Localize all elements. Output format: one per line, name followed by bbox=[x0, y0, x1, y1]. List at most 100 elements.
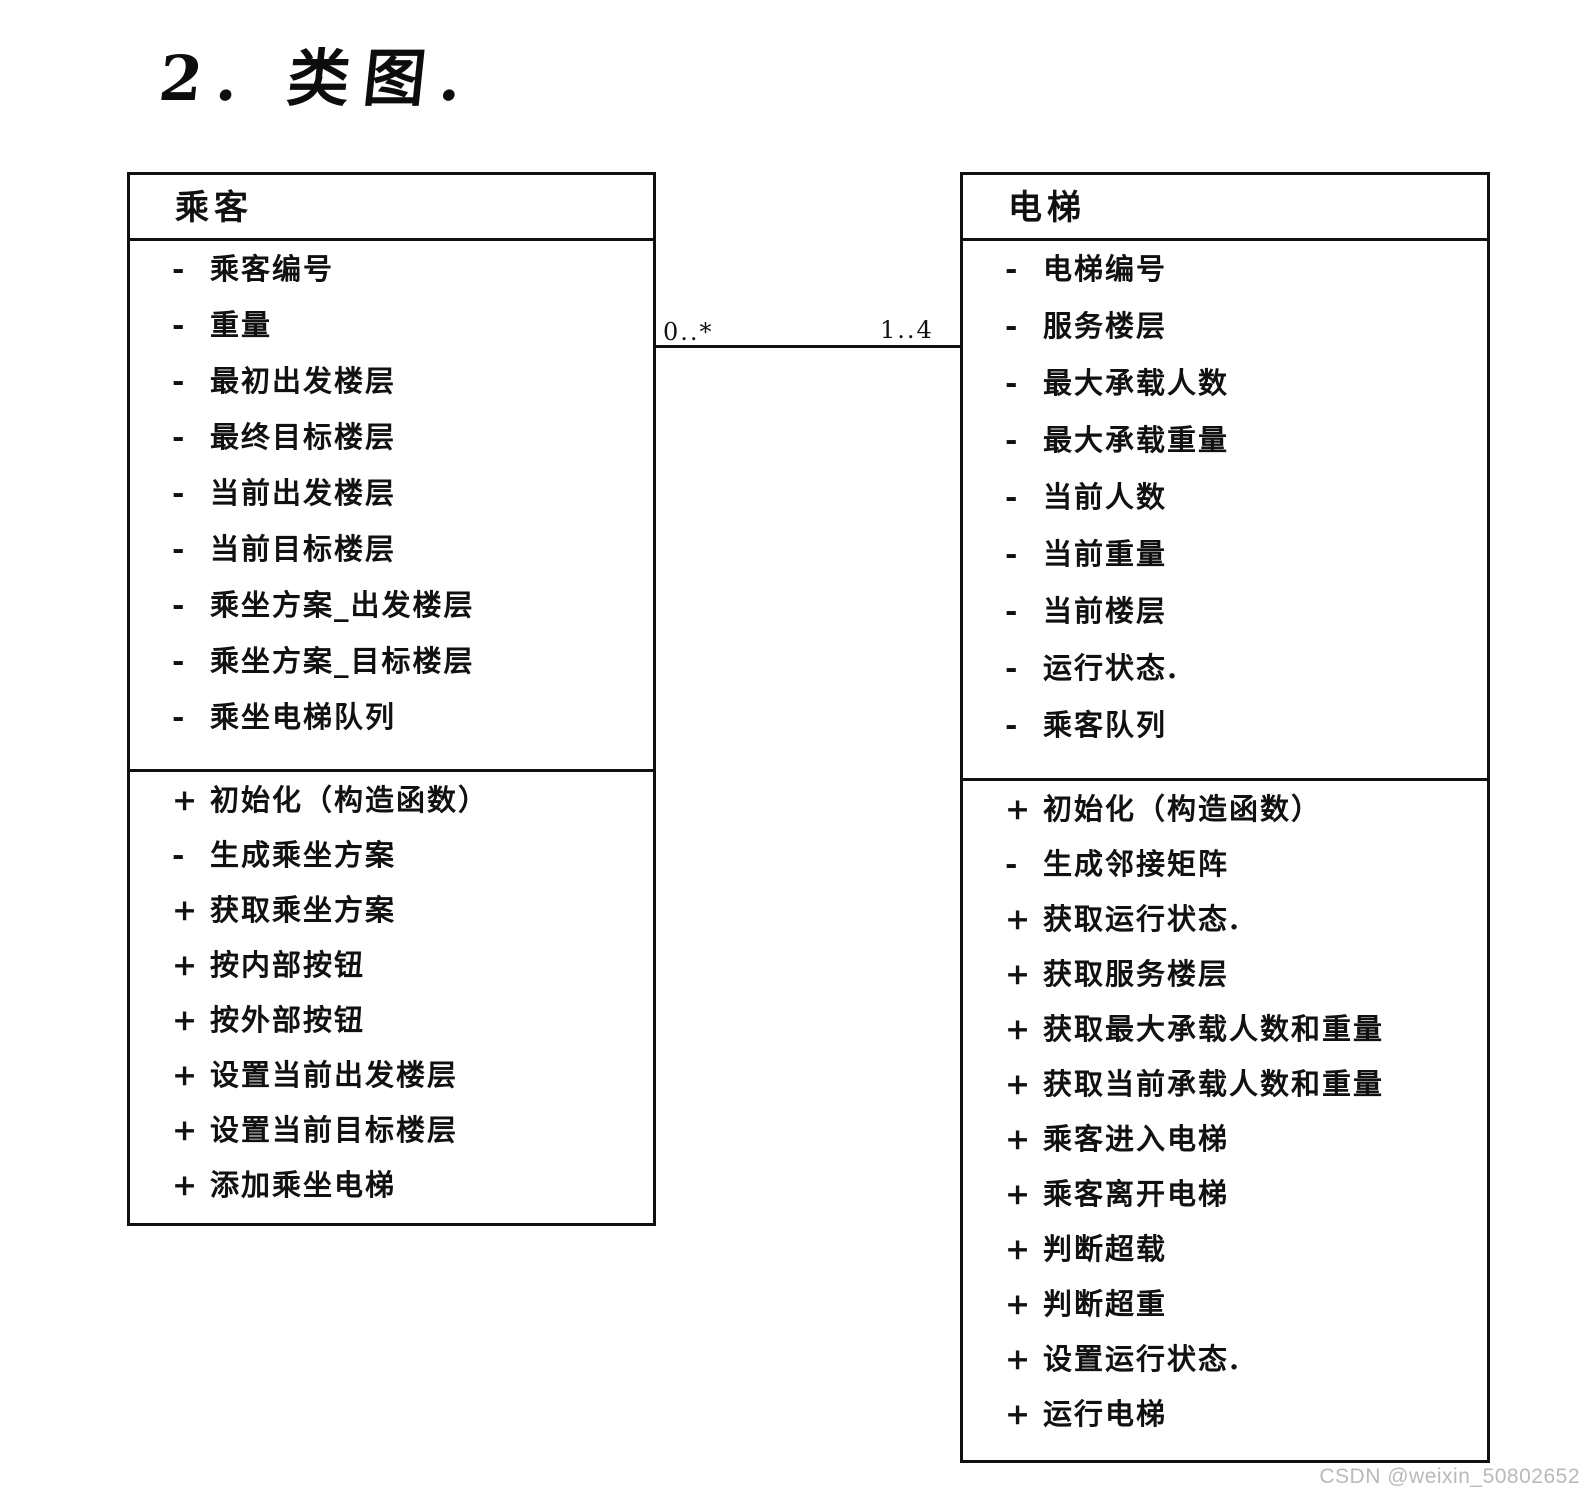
method-label: 按外部按钮 bbox=[210, 1003, 366, 1037]
visibility-marker: + bbox=[1005, 1012, 1033, 1047]
methods-compartment-elevator: + 初始化（构造函数） - 生成邻接矩阵 + 获取运行状态. + 获取服务楼层 … bbox=[963, 781, 1487, 1465]
method-label: 设置运行状态. bbox=[1043, 1342, 1242, 1376]
method-label: 乘客离开电梯 bbox=[1043, 1177, 1230, 1211]
method-row: - 生成邻接矩阵 bbox=[963, 850, 1487, 905]
method-row: + 判断超重 bbox=[963, 1290, 1487, 1345]
visibility-marker: + bbox=[1005, 1232, 1033, 1267]
attribute-row: - 乘客编号 bbox=[130, 255, 653, 311]
visibility-marker: + bbox=[172, 1003, 200, 1038]
method-label: 设置当前出发楼层 bbox=[210, 1058, 459, 1092]
visibility-marker: - bbox=[172, 532, 187, 567]
class-box-passenger[interactable]: 乘客 - 乘客编号 - 重量 - 最初出发楼层 - 最终目标楼层 - 当前出发楼… bbox=[127, 172, 656, 1226]
visibility-marker: + bbox=[1005, 1067, 1033, 1102]
attribute-row: - 最大承载重量 bbox=[963, 426, 1487, 483]
method-row: + 运行电梯 bbox=[963, 1400, 1487, 1455]
method-label: 生成邻接矩阵 bbox=[1043, 847, 1230, 881]
visibility-marker: + bbox=[172, 1113, 200, 1148]
attribute-row: - 电梯编号 bbox=[963, 255, 1487, 312]
visibility-marker: - bbox=[172, 364, 187, 399]
class-name-passenger: 乘客 bbox=[130, 175, 653, 241]
watermark: CSDN @weixin_50802652 bbox=[1319, 1465, 1580, 1488]
class-box-elevator[interactable]: 电梯 - 电梯编号 - 服务楼层 - 最大承载人数 - 最大承载重量 - 当前人… bbox=[960, 172, 1490, 1463]
visibility-marker: + bbox=[172, 893, 200, 928]
visibility-marker: + bbox=[172, 948, 200, 983]
association-line bbox=[656, 345, 961, 348]
attribute-row: - 当前重量 bbox=[963, 540, 1487, 597]
attribute-row: - 当前楼层 bbox=[963, 597, 1487, 654]
multiplicity-target: 1..4 bbox=[880, 316, 934, 344]
multiplicity-source: 0..* bbox=[663, 318, 714, 346]
method-label: 添加乘坐电梯 bbox=[210, 1168, 397, 1202]
method-row: + 初始化（构造函数） bbox=[130, 786, 653, 841]
visibility-marker: - bbox=[172, 420, 187, 455]
attribute-label: 当前楼层 bbox=[1043, 594, 1168, 628]
method-row: + 按内部按钮 bbox=[130, 951, 653, 1006]
attribute-row: - 当前出发楼层 bbox=[130, 479, 653, 535]
attribute-row: - 乘坐电梯队列 bbox=[130, 703, 653, 759]
page-title: 2. 类图. bbox=[155, 42, 480, 115]
attribute-row: - 乘坐方案_出发楼层 bbox=[130, 591, 653, 647]
attribute-label: 服务楼层 bbox=[1043, 309, 1168, 343]
method-label: 判断超重 bbox=[1043, 1287, 1168, 1321]
visibility-marker: - bbox=[172, 838, 187, 873]
method-label: 获取运行状态. bbox=[1043, 902, 1242, 936]
attribute-label: 当前人数 bbox=[1043, 480, 1168, 514]
visibility-marker: - bbox=[1005, 252, 1020, 287]
attributes-compartment-elevator: - 电梯编号 - 服务楼层 - 最大承载人数 - 最大承载重量 - 当前人数 -… bbox=[963, 241, 1487, 781]
method-label: 初始化（构造函数） bbox=[210, 783, 490, 817]
method-row: + 获取乘坐方案 bbox=[130, 896, 653, 951]
attribute-label: 当前重量 bbox=[1043, 537, 1168, 571]
attribute-label: 乘坐方案_目标楼层 bbox=[210, 644, 475, 678]
attribute-label: 当前出发楼层 bbox=[210, 476, 397, 510]
class-name-elevator: 电梯 bbox=[963, 175, 1487, 241]
attribute-label: 最大承载人数 bbox=[1043, 366, 1230, 400]
visibility-marker: - bbox=[1005, 309, 1020, 344]
visibility-marker: - bbox=[172, 476, 187, 511]
attribute-row: - 最大承载人数 bbox=[963, 369, 1487, 426]
method-row: + 按外部按钮 bbox=[130, 1006, 653, 1061]
attribute-label: 当前目标楼层 bbox=[210, 532, 397, 566]
method-label: 获取最大承载人数和重量 bbox=[1043, 1012, 1385, 1046]
visibility-marker: - bbox=[1005, 651, 1020, 686]
method-label: 运行电梯 bbox=[1043, 1397, 1168, 1431]
method-row: + 设置运行状态. bbox=[963, 1345, 1487, 1400]
visibility-marker: + bbox=[1005, 1342, 1033, 1377]
visibility-marker: + bbox=[1005, 957, 1033, 992]
attribute-row: - 最初出发楼层 bbox=[130, 367, 653, 423]
visibility-marker: - bbox=[1005, 594, 1020, 629]
visibility-marker: + bbox=[1005, 1122, 1033, 1157]
method-row: + 获取运行状态. bbox=[963, 905, 1487, 960]
method-row: + 获取最大承载人数和重量 bbox=[963, 1015, 1487, 1070]
methods-compartment-passenger: + 初始化（构造函数） - 生成乘坐方案 + 获取乘坐方案 + 按内部按钮 + … bbox=[130, 772, 653, 1236]
method-row: + 初始化（构造函数） bbox=[963, 795, 1487, 850]
attribute-row: - 当前人数 bbox=[963, 483, 1487, 540]
attribute-label: 乘坐电梯队列 bbox=[210, 700, 397, 734]
visibility-marker: - bbox=[172, 252, 187, 287]
visibility-marker: + bbox=[1005, 1397, 1033, 1432]
attribute-row: - 服务楼层 bbox=[963, 312, 1487, 369]
attribute-row: - 重量 bbox=[130, 311, 653, 367]
method-label: 获取当前承载人数和重量 bbox=[1043, 1067, 1385, 1101]
attribute-row: - 当前目标楼层 bbox=[130, 535, 653, 591]
attribute-row: - 运行状态. bbox=[963, 654, 1487, 711]
method-row: + 获取当前承载人数和重量 bbox=[963, 1070, 1487, 1125]
method-label: 设置当前目标楼层 bbox=[210, 1113, 459, 1147]
method-label: 初始化（构造函数） bbox=[1043, 792, 1323, 826]
attribute-row: - 乘坐方案_目标楼层 bbox=[130, 647, 653, 703]
method-label: 乘客进入电梯 bbox=[1043, 1122, 1230, 1156]
attribute-label: 运行状态. bbox=[1043, 651, 1180, 685]
visibility-marker: + bbox=[1005, 902, 1033, 937]
visibility-marker: + bbox=[172, 1058, 200, 1093]
method-row: + 判断超载 bbox=[963, 1235, 1487, 1290]
visibility-marker: - bbox=[1005, 423, 1020, 458]
visibility-marker: - bbox=[1005, 480, 1020, 515]
attribute-label: 乘客编号 bbox=[210, 252, 335, 286]
attribute-label: 最终目标楼层 bbox=[210, 420, 397, 454]
attribute-label: 乘客队列 bbox=[1043, 708, 1168, 742]
attribute-label: 电梯编号 bbox=[1043, 252, 1168, 286]
method-row: + 设置当前出发楼层 bbox=[130, 1061, 653, 1116]
visibility-marker: - bbox=[172, 308, 187, 343]
visibility-marker: - bbox=[1005, 537, 1020, 572]
visibility-marker: + bbox=[1005, 1287, 1033, 1322]
visibility-marker: - bbox=[172, 588, 187, 623]
